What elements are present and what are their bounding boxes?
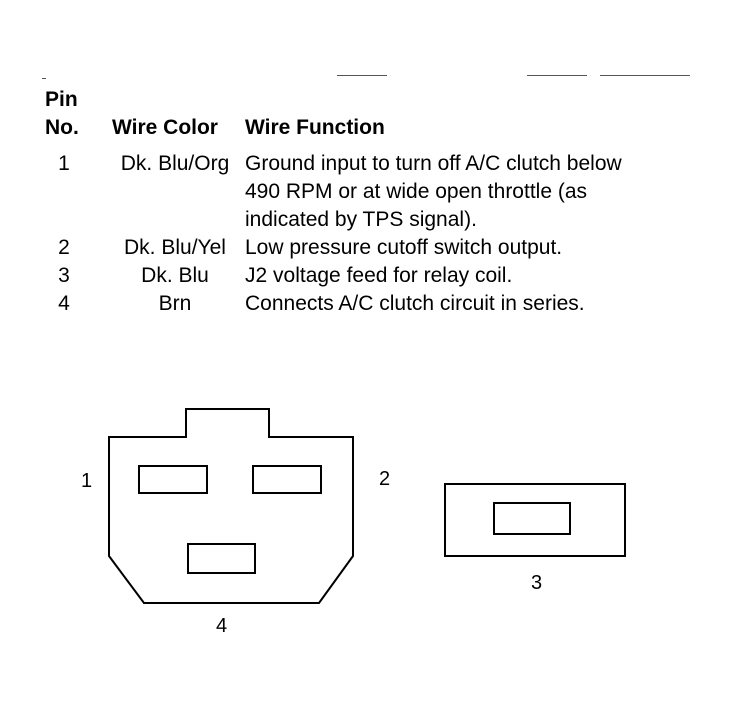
pin-number: 1: [58, 152, 70, 175]
scan-artifact: [337, 75, 387, 76]
single-pin-connector-body: [444, 483, 626, 557]
scan-artifact: [600, 75, 690, 76]
wire-function: indicated by TPS signal).: [245, 208, 477, 231]
pin-1-label: 1: [81, 470, 92, 492]
pin-4-label: 4: [216, 615, 227, 637]
header-wire-color: Wire Color: [112, 116, 218, 139]
wire-function: Ground input to turn off A/C clutch belo…: [245, 152, 622, 175]
scan-artifact: [42, 78, 46, 79]
wire-color: Dk. Blu: [141, 264, 209, 287]
pin-2-label: 2: [379, 468, 390, 490]
pin-1-slot: [138, 465, 208, 494]
wire-function: J2 voltage feed for relay coil.: [245, 264, 513, 287]
four-pin-connector-body: [108, 408, 354, 604]
wire-color: Dk. Blu/Org: [120, 152, 230, 175]
wire-function: Connects A/C clutch circuit in series.: [245, 292, 585, 315]
pin-2-slot: [252, 465, 322, 494]
pin-number: 3: [58, 264, 70, 287]
pin-3-label: 3: [531, 572, 542, 594]
pin-number: 2: [58, 236, 70, 259]
wire-color: Brn: [158, 292, 192, 315]
wire-function: Low pressure cutoff switch output.: [245, 236, 563, 259]
pin-4-slot: [187, 543, 256, 574]
pin-number: 4: [58, 292, 70, 315]
header-wire-function: Wire Function: [245, 116, 385, 139]
scan-artifact: [527, 75, 587, 76]
wire-function: 490 RPM or at wide open throttle (as: [245, 180, 588, 203]
header-pin-line1: Pin: [45, 88, 78, 111]
wire-color: Dk. Blu/Yel: [124, 236, 226, 259]
header-pin-line2: No.: [45, 116, 79, 139]
pin-3-slot: [493, 502, 571, 535]
